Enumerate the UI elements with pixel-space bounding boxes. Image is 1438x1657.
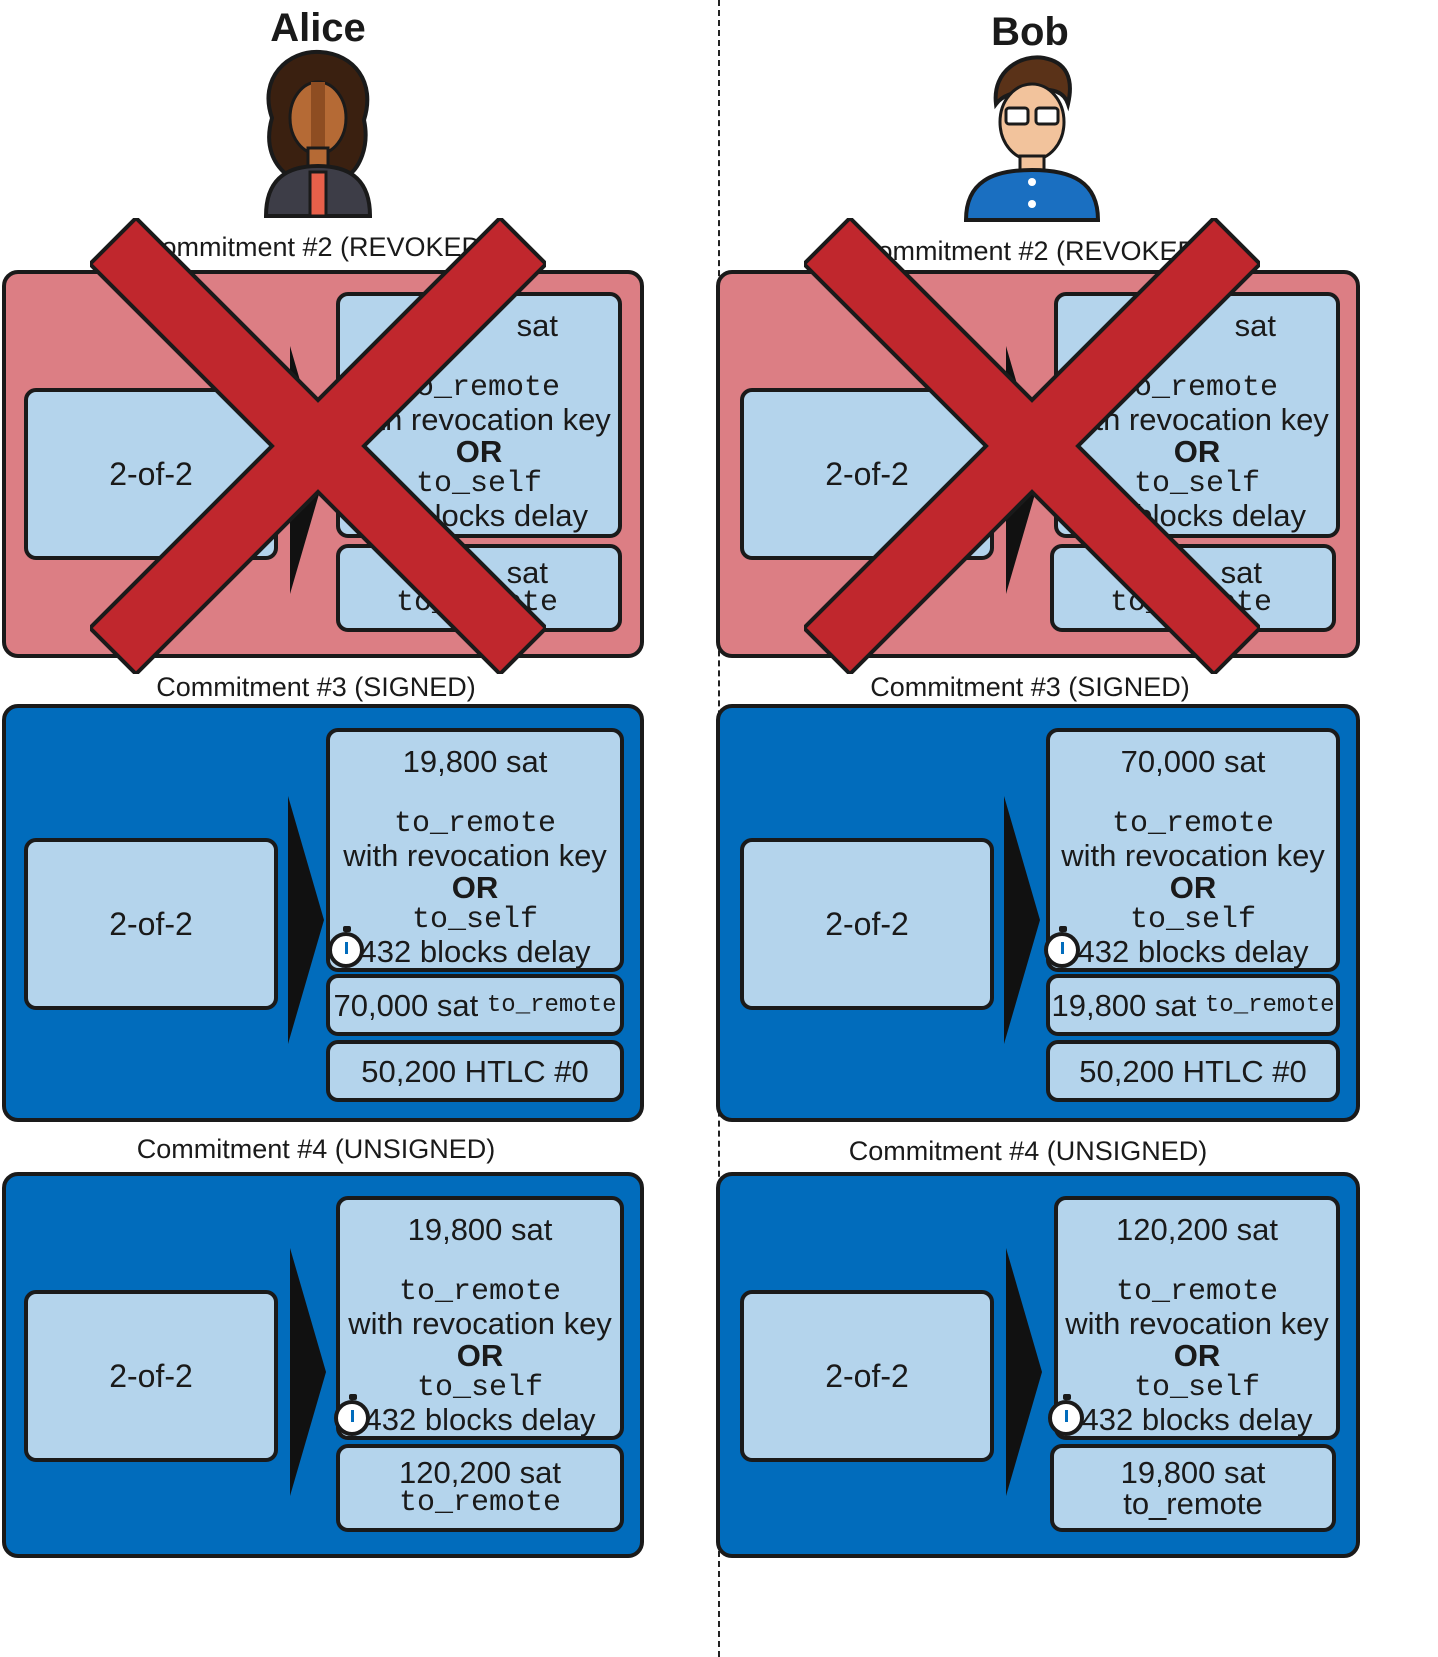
arrow-icon [290,346,326,594]
bob-c4-output-2: 19,800 sat to_remote [1050,1444,1336,1532]
alice-c4-output-1: 19,800 sat to_remote with revocation key… [336,1196,624,1440]
output-amount: sat [1220,555,1262,590]
timer-icon [1048,1394,1084,1436]
bob-c3-title: Commitment #3 (SIGNED) [870,672,1190,702]
output-condition: with revocation key [348,1306,612,1341]
arrow-icon [1006,346,1042,594]
arrow-icon [288,796,324,1044]
htlc-label: 50,200 HTLC #0 [361,1053,589,1089]
output-script: to_remote [398,1275,562,1309]
multisig-label: 2-of-2 [109,905,193,942]
output-script: to_remote [393,807,557,841]
arrow-icon [1006,1248,1042,1496]
output-condition: with revocation key [1065,1306,1329,1341]
alice-c3-output-3: 50,200 HTLC #0 [326,1040,624,1102]
output-delay: 432 blocks delay [1081,1402,1313,1437]
output-delay: 432 blocks delay [1077,934,1309,969]
alice-c3-output-2: 70,000 sat to_remote [326,974,624,1036]
output-script: to_remote [397,371,561,405]
output-amount: 120,200 sat [1115,1212,1279,1247]
output-condition: with revocation key [1061,838,1325,873]
output-script: to_remote [1123,1486,1263,1521]
bob-c3-multisig: 2-of-2 [740,838,994,1010]
output-or: OR [451,870,499,905]
multisig-label: 2-of-2 [825,1357,909,1394]
output-script: to_remote [1204,991,1335,1019]
output-amount: 120,200 sat [398,1455,562,1490]
output-amount: 19,800 sat [1120,1455,1266,1490]
output-amount: 19,800 sat [402,744,548,779]
alice-c3-multisig: 2-of-2 [24,838,278,1010]
timer-icon [334,1394,370,1436]
output-delay: blocks delay [1135,498,1306,533]
output-or: OR [1169,870,1217,905]
timer-icon [1044,926,1080,968]
output-script: to_remote [1109,586,1272,620]
bob-c2-title: Commitment #2 (REVOKED) [857,236,1207,266]
multisig-label: 2-of-2 [109,1357,193,1394]
bob-c4-multisig: 2-of-2 [740,1290,994,1462]
timer-icon [328,926,364,968]
output-amount: sat [506,555,548,590]
output-delay: 432 blocks delay [364,1402,596,1437]
alice-c4-output-2: 120,200 sat to_remote [336,1444,624,1532]
arrow-icon [1004,796,1040,1044]
bob-avatar-icon [963,55,1101,222]
bob-c3-output-2: 19,800 sat to_remote [1046,974,1340,1036]
alice-c4-multisig: 2-of-2 [24,1290,278,1462]
bob-c2-multisig: 2-of-2 [740,388,994,560]
alice-avatar-icon [263,49,373,218]
alice-c2-title: Commitment #2 (REVOKED) [141,232,491,262]
output-script: to_self [1133,1371,1261,1405]
alice-c3-title: Commitment #3 (SIGNED) [156,672,476,702]
multisig-label: 2-of-2 [825,905,909,942]
output-amount: 19,800 sat [1051,987,1197,1023]
alice-c2-output-2: sat to_remote [336,544,622,632]
bob-name: Bob [991,10,1069,54]
output-amount: sat [1234,308,1276,343]
output-delay: blocks delay [417,498,588,533]
output-script: to_remote [1115,1275,1279,1309]
arrow-icon [290,1248,326,1496]
output-script: to_self [411,903,539,937]
alice-c3-output-1: 19,800 sat to_remote with revocation key… [326,728,624,972]
multisig-label: 2-of-2 [109,455,193,492]
output-script: to_remote [398,1486,562,1520]
output-script: to_remote [486,991,617,1019]
alice-c2-multisig: 2-of-2 [24,388,278,560]
output-script: to_self [1133,467,1261,501]
htlc-label: 50,200 HTLC #0 [1079,1053,1307,1089]
output-script: to_remote [1115,371,1279,405]
output-script: to_self [416,1371,544,1405]
output-delay: 432 blocks delay [359,934,591,969]
bob-c2-output-1: sat to_remote with revocation key OR to_… [1054,292,1340,538]
output-script: to_self [1129,903,1257,937]
output-script: to_self [415,467,543,501]
output-script: to_remote [395,586,558,620]
output-amount: 70,000 sat [1120,744,1266,779]
multisig-label: 2-of-2 [825,455,909,492]
output-amount: 19,800 sat [407,1212,553,1247]
output-amount: 70,000 sat [333,987,479,1023]
bob-c4-title: Commitment #4 (UNSIGNED) [848,1136,1208,1166]
alice-c2-output-1: sat to_remote with revocation key OR to_… [336,292,622,538]
alice-c4-title: Commitment #4 (UNSIGNED) [136,1134,496,1164]
bob-c4-output-1: 120,200 sat to_remote with revocation ke… [1054,1196,1340,1440]
output-or: OR [1173,1338,1221,1373]
output-amount: sat [516,308,558,343]
bob-c3-output-3: 50,200 HTLC #0 [1046,1040,1340,1102]
output-condition: with revocation key [347,402,611,437]
bob-c3-output-1: 70,000 sat to_remote with revocation key… [1046,728,1340,972]
bob-c2-output-2: sat to_remote [1050,544,1336,632]
output-condition: with revocation key [343,838,607,873]
output-or: OR [1173,434,1221,469]
alice-name: Alice [270,6,366,50]
output-or: OR [455,434,503,469]
output-script: to_remote [1111,807,1275,841]
output-or: OR [456,1338,504,1373]
output-condition: with revocation key [1065,402,1329,437]
